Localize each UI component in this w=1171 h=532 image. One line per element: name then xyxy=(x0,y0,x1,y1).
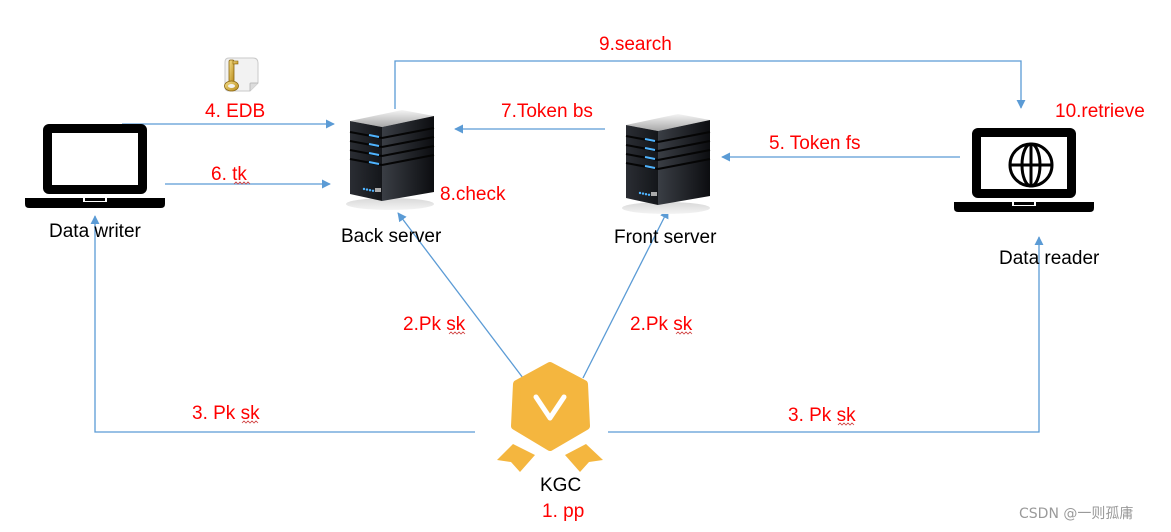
step-label-edb: 4. EDB xyxy=(205,101,265,122)
node-label-kgc: KGC xyxy=(540,475,581,496)
watermark: CSDN @一则孤庸 xyxy=(1019,505,1133,522)
server-icon xyxy=(345,109,435,211)
edge-search xyxy=(394,60,1026,109)
server-icon xyxy=(621,113,711,215)
badge-icon xyxy=(497,362,603,472)
laptop-icon xyxy=(954,128,1094,212)
step-label-retrieve: 10.retrieve xyxy=(1055,101,1145,122)
step-label-search: 9.search xyxy=(599,34,672,55)
node-back-server: Back server xyxy=(341,109,442,247)
step-label-pk-sk-front: 2.Pk sk xyxy=(630,314,693,335)
key-document-icon xyxy=(224,57,259,92)
step-label-tk: 6. tk xyxy=(211,164,247,185)
edge-pk-sk-back xyxy=(397,212,524,379)
node-label-front-server: Front server xyxy=(614,227,717,248)
node-label-data-reader: Data reader xyxy=(999,248,1100,269)
node-label-data-writer: Data writer xyxy=(49,221,142,242)
step-label-check: 8.check xyxy=(440,184,506,205)
node-front-server: Front server xyxy=(614,113,717,248)
step-label-token-bs: 7.Token bs xyxy=(501,101,593,122)
spellcheck-underlines xyxy=(233,181,855,426)
node-data-reader: Data reader xyxy=(954,128,1100,269)
edge-pk-sk-writer xyxy=(90,215,475,433)
step-label-pk-sk-writer: 3. Pk sk xyxy=(192,403,260,424)
laptop-icon xyxy=(25,124,165,208)
edge-pk-sk-reader xyxy=(608,236,1044,433)
step-label-pk-sk-reader: 3. Pk sk xyxy=(788,405,856,426)
step-label-token-fs: 5. Token fs xyxy=(769,133,861,154)
step-label-pk-sk-back: 2.Pk sk xyxy=(403,314,466,335)
edge-pk-sk-front xyxy=(582,209,669,379)
step-label-pp: 1. pp xyxy=(542,501,584,522)
node-label-back-server: Back server xyxy=(341,226,442,247)
node-kgc: KGC 1. pp xyxy=(497,362,603,522)
globe-icon xyxy=(1008,142,1054,188)
node-data-writer: Data writer xyxy=(25,124,165,242)
